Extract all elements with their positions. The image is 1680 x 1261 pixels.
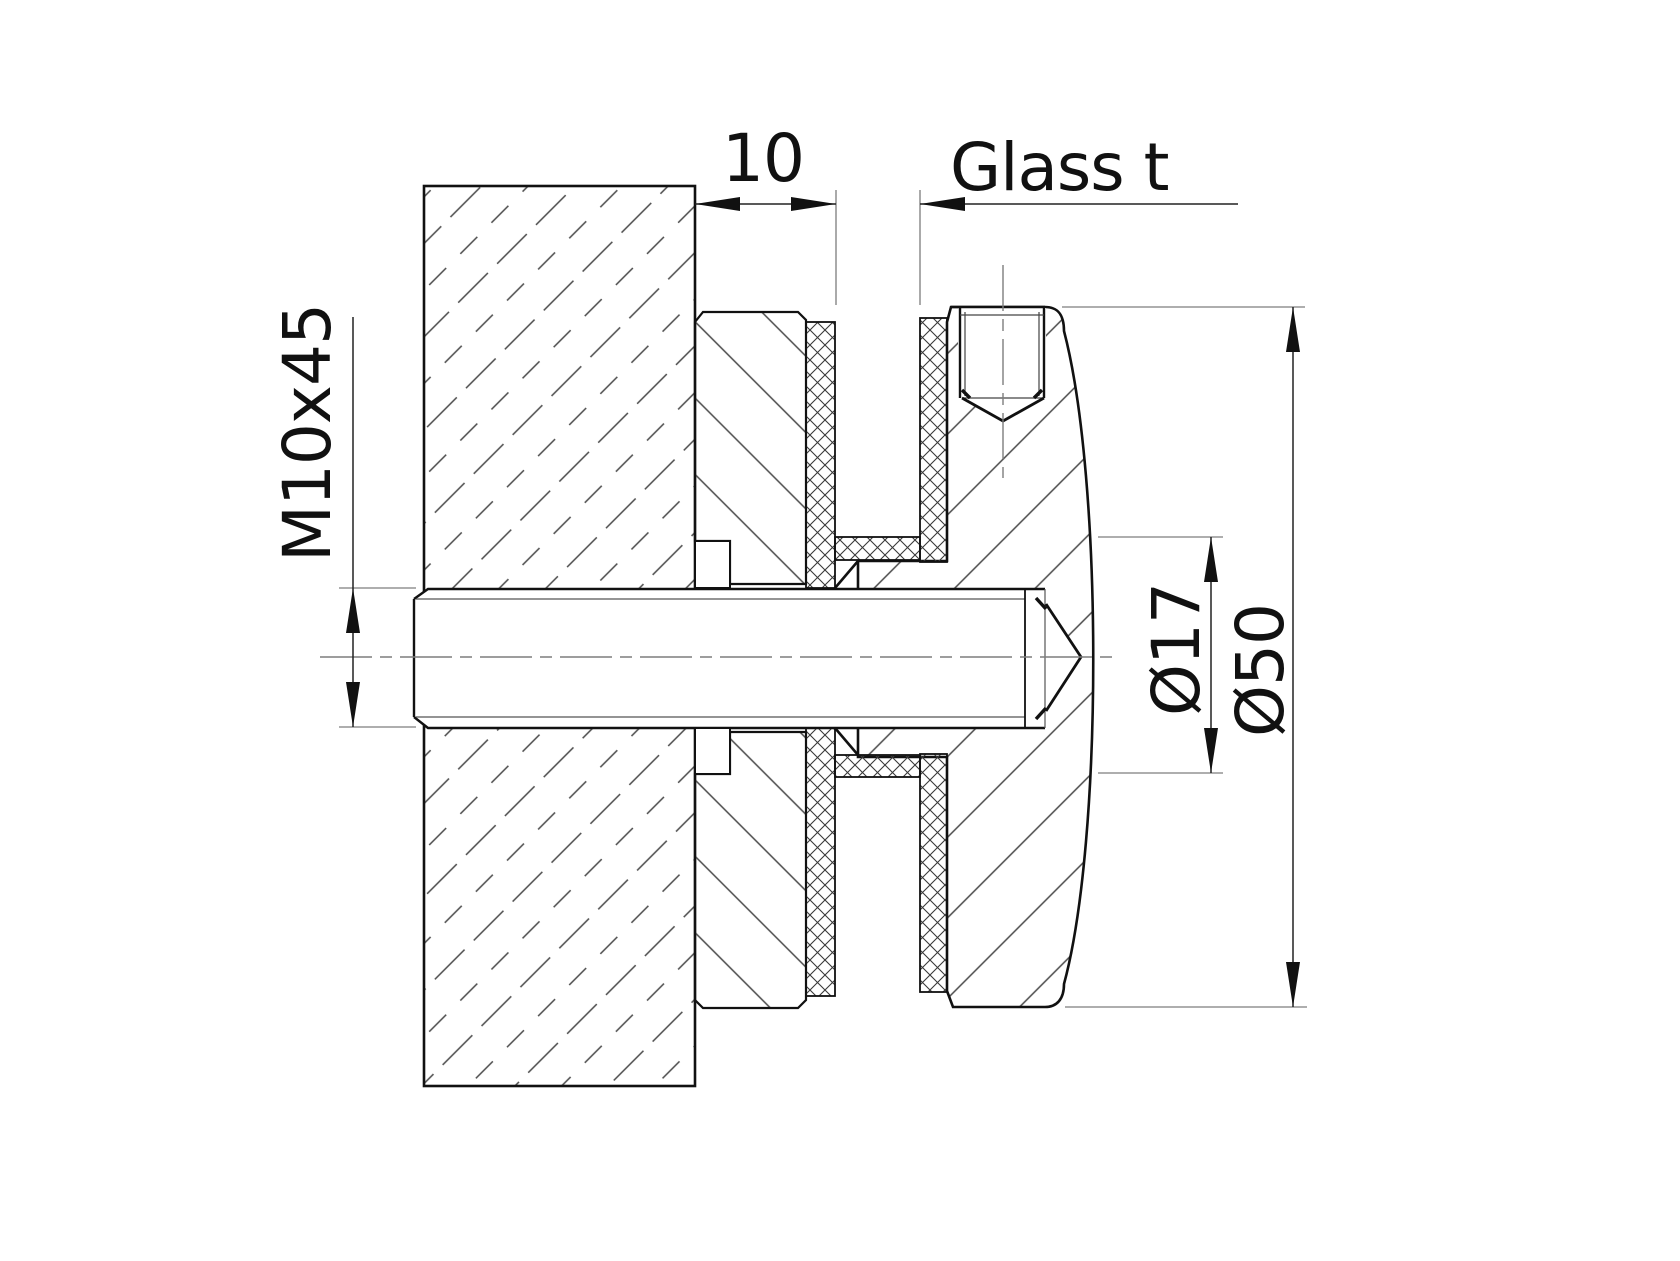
arrowhead [346,588,360,633]
dimension-bolt-spec: M10x45 [269,304,360,727]
arrowhead [1286,962,1300,1007]
arrowhead [346,682,360,727]
dimension-disc-diameter: Ø50 [1222,307,1300,1007]
dimension-label-bolt: M10x45 [269,304,346,562]
glass-channel [836,190,919,320]
spacer-chamfer-bottom [834,727,859,756]
spacer-section [693,310,859,1010]
dimension-hole-diameter: Ø17 [1138,537,1218,773]
dimension-glass-thickness: Glass t [920,129,1238,211]
arrowhead [1204,537,1218,582]
thread-root-lines [416,598,1025,718]
stud-bolt [320,587,1118,730]
arrowhead [695,197,740,211]
dimension-label-offset: 10 [722,120,804,197]
set-screw [951,265,1046,478]
gasket-top-right-strip [919,317,948,563]
counterbore-notches [694,540,731,775]
arrowhead [791,197,836,211]
extension-lines [339,190,1307,1008]
spacer-chamfer-top [834,560,859,589]
arrowhead [1204,728,1218,773]
arrowhead [1286,307,1300,352]
gasket-top-arm [834,536,921,561]
dimension-label-glass: Glass t [950,129,1169,206]
gasket-top-left-strip [805,321,836,589]
dimension-offset-10: 10 [695,120,836,211]
dimension-label-dia17: Ø17 [1138,583,1215,716]
gasket-sections [805,317,948,997]
gasket-bottom-arm [834,754,921,778]
arrowhead [920,197,965,211]
gasket-bottom-left-strip [805,727,836,997]
gasket-bottom-right-strip [919,753,948,993]
dimension-label-dia50: Ø50 [1222,604,1299,737]
